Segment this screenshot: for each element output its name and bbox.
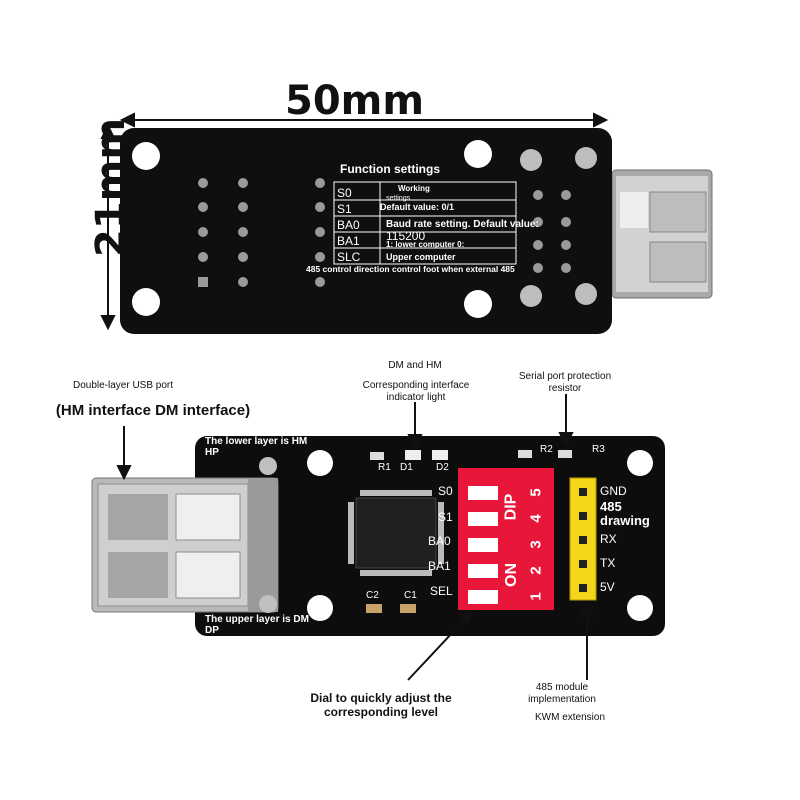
dip-number-1: 1 xyxy=(527,592,545,601)
switch-label-sel: SEL xyxy=(430,584,453,598)
switch-label-ba0: BA0 xyxy=(428,534,451,548)
led-callout-title: DM and HM xyxy=(388,360,442,371)
switch-label-s0: S0 xyxy=(438,484,453,498)
lower-layer-label: The lower layer is HM HP xyxy=(205,436,308,458)
dip-number-2: 2 xyxy=(527,566,545,575)
header-label-5v: 5V xyxy=(600,580,615,594)
function-settings-title: Function settings xyxy=(340,162,440,176)
header-label-rx: RX xyxy=(600,532,617,546)
interface-callout: (HM interface DM interface) xyxy=(55,402,251,419)
led-callout-sub: Corresponding interface indicator light xyxy=(362,380,470,403)
switch-label-ba1: BA1 xyxy=(428,559,451,573)
component-d2: D2 xyxy=(436,462,449,473)
component-c2: C2 xyxy=(366,590,379,601)
ic-chip xyxy=(355,497,437,569)
back-pin-label-slc: SLC xyxy=(337,250,361,264)
lower-computer-label: 1: lower computer 0: xyxy=(386,240,465,249)
usb-port-callout: Double-layer USB port xyxy=(72,380,174,391)
header-title: 485 drawing xyxy=(600,499,650,529)
resistor-callout: Serial port protection resistor xyxy=(518,371,612,394)
upper-computer-label: Upper computer xyxy=(386,252,456,262)
component-r1: R1 xyxy=(378,462,391,473)
component-r2: R2 xyxy=(540,444,553,455)
kwm-callout: KWM extension xyxy=(534,712,606,723)
back-pin-label-s0: S0 xyxy=(337,186,352,200)
component-c1: C1 xyxy=(404,590,417,601)
component-d1: D1 xyxy=(400,462,413,473)
dip-number-5: 5 xyxy=(527,488,545,497)
on-text: ON xyxy=(503,563,520,587)
default-value-label: Default value: 0/1 xyxy=(380,202,455,212)
component-r3: R3 xyxy=(592,444,605,455)
settings-label: settings xyxy=(386,195,411,202)
dip-callout: Dial to quickly adjust the corresponding… xyxy=(310,691,452,719)
direction-note: 485 control direction control foot when … xyxy=(306,264,515,274)
width-dimension-label: 50mm xyxy=(285,78,425,124)
baud-value: 115200 xyxy=(386,229,426,243)
working-label: Working xyxy=(398,184,430,193)
dip-text: DIP xyxy=(502,493,520,521)
header-label-tx: TX xyxy=(600,556,616,570)
module-callout: 485 module implementation xyxy=(528,682,596,705)
baud-setting-label: Baud rate setting. Default value: xyxy=(386,219,539,230)
switch-label-s1: S1 xyxy=(438,510,453,524)
upper-layer-label: The upper layer is DM DP xyxy=(205,614,309,636)
header-label-gnd: GND xyxy=(600,484,627,498)
back-pin-label-ba0: BA0 xyxy=(337,218,360,232)
dip-number-3: 3 xyxy=(527,540,545,549)
back-pin-label-ba1: BA1 xyxy=(337,234,360,248)
back-pin-label-s1: S1 xyxy=(337,202,352,216)
dip-number-4: 4 xyxy=(527,514,545,523)
